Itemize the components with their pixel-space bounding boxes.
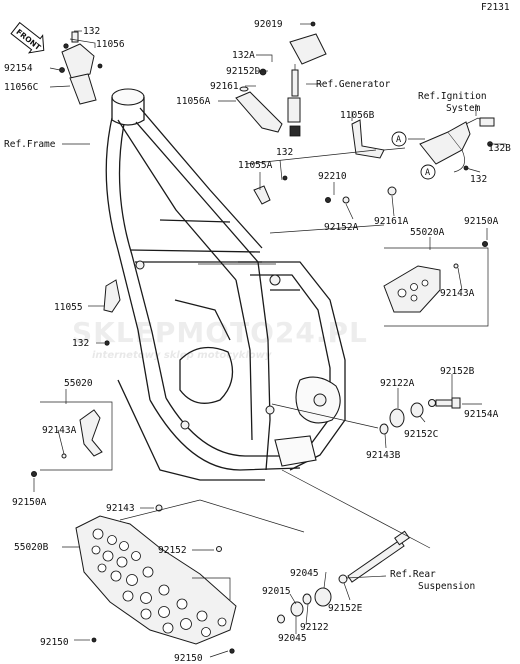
label-55020a: 55020A [410,227,445,238]
label-11056b: 11056B [340,110,375,121]
label-132-left: 132 [72,338,89,349]
label-11055a: 11055A [238,160,273,171]
label-11056a: 11056A [176,96,211,107]
label-92045-bottom: 92045 [278,633,307,644]
main-frame [105,88,346,481]
label-92150a-left: 92150A [12,497,47,508]
callout-a-top: A [391,131,407,147]
callout-a1-text: A [396,135,401,145]
skid-plate-55020b [75,504,237,654]
bracket-11055a [253,185,271,205]
diagram-id: F2131 [481,2,510,13]
label-55020: 55020 [64,378,93,389]
generator-connector [287,21,327,137]
label-92150-bottom: 92150 [174,653,203,664]
label-92210: 92210 [318,171,347,182]
bolt-92210-icon [324,196,331,203]
label-ref-rear: Ref.Rear [390,569,436,580]
front-arrow-icon: FRONT [10,21,45,54]
label-ref-ignition: Ref.Ignition [418,91,487,102]
label-92152d: 92152D [226,66,261,77]
front-bracket-assembly [59,31,103,105]
label-92122a: 92122A [380,378,415,389]
guard-55020 [30,409,103,477]
label-132a: 132A [232,50,255,61]
watermark: SKLEPMOTO24.PL internetowy sklep motocyk… [72,316,368,361]
label-92045-top: 92045 [290,568,319,579]
label-92161: 92161 [210,81,239,92]
bolt-132-mid-icon [282,175,288,181]
callout-a-bottom: A [420,164,436,180]
bracket-11056a [235,68,283,133]
callout-a2-text: A [425,168,430,178]
washer-92152a-icon [342,196,350,204]
label-92152e: 92152E [328,603,363,614]
label-92150-left: 92150 [40,637,69,648]
label-ref-frame: Ref.Frame [4,139,56,150]
label-92154a: 92154A [464,409,499,420]
ignition-coil [351,117,495,173]
rear-suspension-hardware [277,397,461,624]
label-11056c: 11056C [4,82,38,93]
label-92143a-left: 92143A [42,425,77,436]
label-92150a-right: 92150A [464,216,499,227]
label-92152b: 92152B [440,366,475,377]
collar-92161a-icon [387,186,397,196]
label-ref-rear-suspension: Suspension [418,581,475,592]
bracket-11055 [103,279,121,313]
label-132-top: 132 [83,26,100,37]
label-92152a: 92152A [324,222,359,233]
label-92152: 92152 [158,545,187,556]
label-132-right: 132 [470,174,487,185]
bolt-132-left-icon [104,340,110,346]
watermark-sub: internetowy sklep motocyklowy [92,350,272,361]
guard-55020a [383,240,488,313]
label-92154: 92154 [4,63,33,74]
watermark-main: SKLEPMOTO24.PL [72,316,368,349]
label-92019: 92019 [254,19,283,30]
label-132-mid: 132 [276,147,293,158]
label-92015: 92015 [262,586,291,597]
label-ref-generator: Ref.Generator [316,79,391,90]
label-ref-ignition-system: System [446,103,481,114]
label-11055: 11055 [54,302,83,313]
label-132b: 132B [488,143,511,154]
label-11056: 11056 [96,39,125,50]
label-92143b: 92143B [366,450,401,461]
label-92152c: 92152C [404,429,438,440]
label-92143a-right: 92143A [440,288,475,299]
label-92161a: 92161A [374,216,409,227]
label-55020b: 55020B [14,542,49,553]
label-92143: 92143 [106,503,135,514]
label-92122: 92122 [300,622,329,633]
part-labels: 132 11056 92154 11056C Ref.Frame 92019 1… [4,19,511,664]
leader-lines [33,23,506,658]
